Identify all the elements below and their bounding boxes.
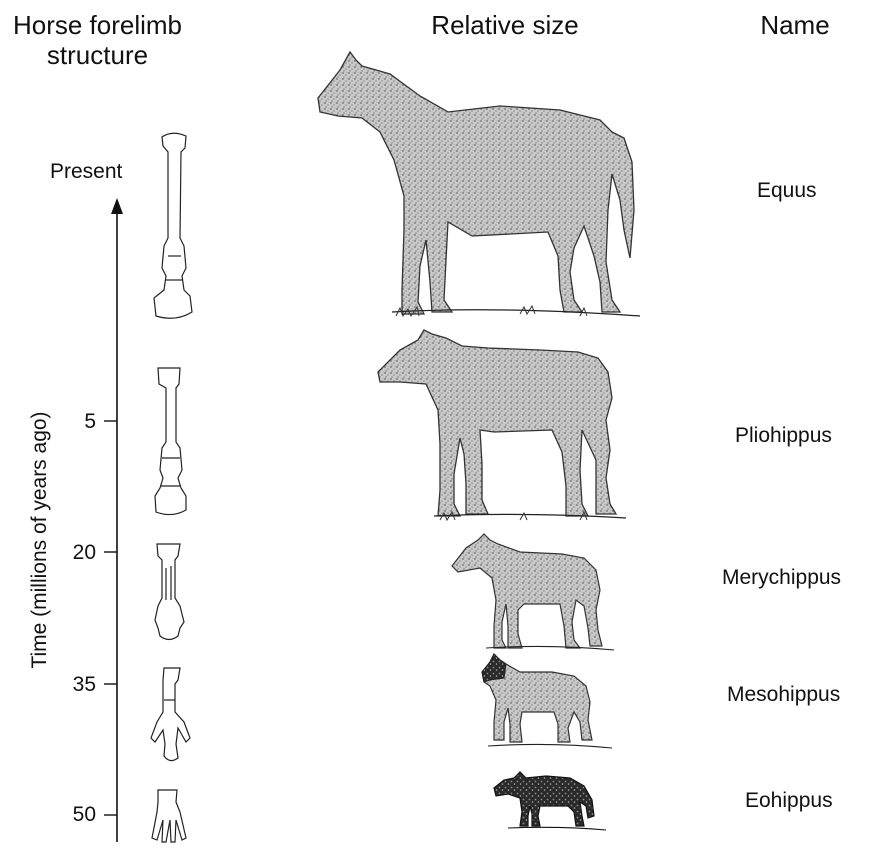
horse-equus (318, 52, 640, 316)
forelimb-equus (154, 133, 192, 318)
horse-eohippus (494, 772, 606, 830)
horse-pliohippus (378, 330, 626, 520)
forelimb-mesohippus (151, 668, 190, 761)
horse-merychippus (452, 534, 614, 650)
forelimb-eohippus (152, 790, 186, 842)
arrow-head-icon (111, 198, 123, 214)
time-axis (104, 198, 123, 842)
horse-mesohippus (482, 654, 612, 748)
forelimb-pliohippus (155, 368, 186, 515)
forelimb-merychippus (155, 544, 184, 640)
